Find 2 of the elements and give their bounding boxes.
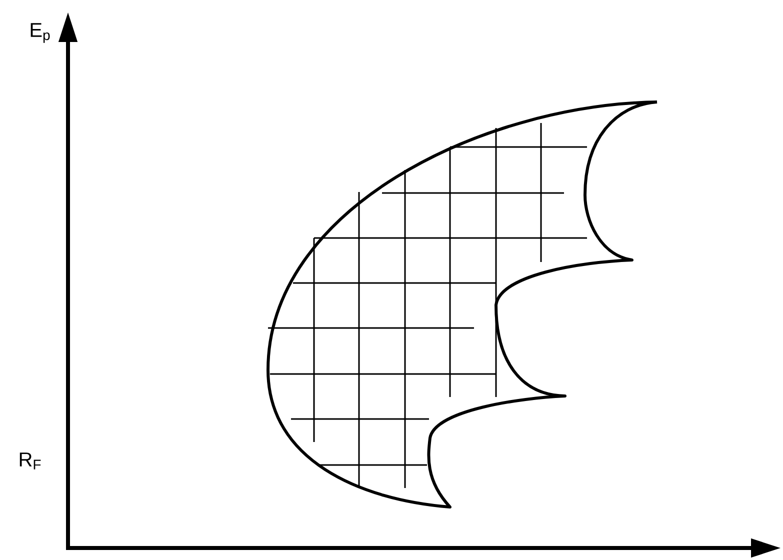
axis-label: R$_{F}$ <box>20 452 41 470</box>
axis-label: E$_{p}$ <box>30 23 50 43</box>
